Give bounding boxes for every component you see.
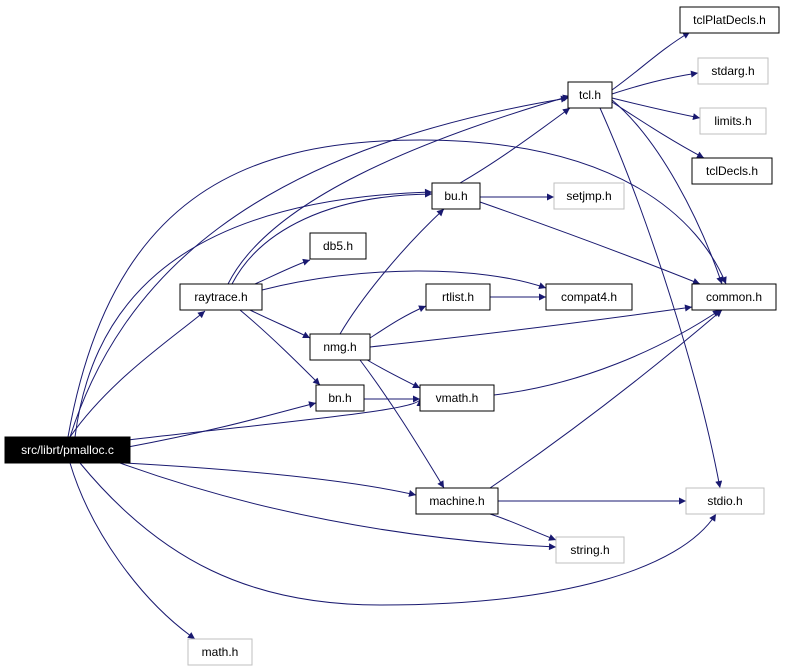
- edge-pmalloc-to-bn: [127, 401, 317, 448]
- node-box[interactable]: [555, 536, 625, 564]
- node-label: db5.h: [323, 239, 353, 253]
- edge-pmalloc-to-machine: [124, 462, 417, 497]
- node-setjmp[interactable]: setjmp.h: [553, 182, 625, 210]
- edge-bu-to-common: [479, 201, 701, 285]
- edge-pmalloc-to-stdio: [79, 462, 717, 606]
- edge-tcl-to-stdio: [599, 107, 723, 489]
- node-label: limits.h: [714, 114, 751, 128]
- node-tclDecls[interactable]: tclDecls.h: [691, 157, 773, 185]
- node-label: rtlist.h: [442, 290, 474, 304]
- node-label: common.h: [706, 290, 762, 304]
- node-bn[interactable]: bn.h: [315, 384, 365, 412]
- nodes: src/librt/pmalloc.c tclPlatDecls.h stdarg.…: [4, 6, 780, 666]
- edge-tcl-to-tclDecls: [611, 101, 705, 159]
- node-tclPlatDecls[interactable]: tclPlatDecls.h: [679, 6, 780, 34]
- node-label: math.h: [202, 645, 239, 659]
- edge-nmg-to-rtlist: [369, 305, 427, 339]
- edge-pmalloc-to-common: [67, 139, 727, 438]
- edge-tcl-to-tclPlatDecls: [611, 31, 691, 91]
- edge-tcl-to-stdarg: [611, 70, 699, 95]
- node-label: compat4.h: [561, 290, 617, 304]
- edge-pmalloc-to-math: [69, 462, 196, 640]
- edges: [67, 31, 727, 640]
- node-compat4[interactable]: compat4.h: [545, 283, 633, 311]
- node-box[interactable]: [567, 81, 613, 109]
- edge-tcl-to-limits: [611, 97, 701, 121]
- node-box[interactable]: [415, 487, 499, 515]
- node-common[interactable]: common.h: [691, 283, 777, 311]
- node-rtlist[interactable]: rtlist.h: [425, 283, 491, 311]
- node-box[interactable]: [679, 6, 780, 34]
- node-box[interactable]: [179, 283, 263, 311]
- node-label: vmath.h: [436, 391, 479, 405]
- node-box[interactable]: [431, 182, 481, 210]
- node-box[interactable]: [309, 232, 367, 260]
- node-box[interactable]: [699, 107, 767, 135]
- edge-nmg-to-bu: [339, 208, 445, 335]
- edge-bu-to-tcl: [459, 107, 571, 184]
- edge-raytrace-to-bn: [239, 309, 321, 386]
- edge-vmath-to-common: [493, 309, 721, 396]
- edge-pmalloc-to-string: [119, 462, 557, 551]
- node-label: stdarg.h: [711, 64, 754, 78]
- node-stdio[interactable]: stdio.h: [685, 487, 765, 515]
- edge-nmg-to-machine: [359, 359, 445, 489]
- node-box[interactable]: [187, 638, 253, 666]
- edge-machine-to-common: [489, 309, 723, 489]
- node-label: src/librt/pmalloc.c: [21, 443, 114, 457]
- node-box[interactable]: [553, 182, 625, 210]
- edge-tcl-to-common: [611, 99, 724, 285]
- node-box[interactable]: [685, 487, 765, 515]
- node-label: string.h: [570, 543, 609, 557]
- edge-machine-to-string: [489, 513, 557, 541]
- node-label: tclDecls.h: [706, 164, 758, 178]
- node-db5[interactable]: db5.h: [309, 232, 367, 260]
- edge-raytrace-to-db5: [254, 258, 311, 285]
- node-label: bn.h: [328, 391, 351, 405]
- node-string[interactable]: string.h: [555, 536, 625, 564]
- edge-nmg-to-vmath: [363, 357, 421, 389]
- edge-nmg-to-common: [369, 304, 693, 348]
- node-box[interactable]: [4, 436, 131, 464]
- edge-raytrace-to-bu: [231, 190, 433, 285]
- node-label: nmg.h: [323, 340, 356, 354]
- node-box[interactable]: [691, 283, 777, 311]
- node-label: tclPlatDecls.h: [693, 13, 766, 27]
- node-machine[interactable]: machine.h: [415, 487, 499, 515]
- node-nmg[interactable]: nmg.h: [309, 333, 371, 361]
- node-bu[interactable]: bu.h: [431, 182, 481, 210]
- node-label: setjmp.h: [566, 189, 611, 203]
- node-stdarg[interactable]: stdarg.h: [697, 57, 769, 85]
- node-box[interactable]: [697, 57, 769, 85]
- node-tcl[interactable]: tcl.h: [567, 81, 613, 109]
- node-raytrace[interactable]: raytrace.h: [179, 283, 263, 311]
- node-label: raytrace.h: [194, 290, 247, 304]
- edge-pmalloc-to-bu: [74, 188, 433, 438]
- edge-raytrace-to-tcl: [227, 94, 571, 285]
- node-box[interactable]: [315, 384, 365, 412]
- edge-raytrace-to-nmg: [249, 309, 311, 339]
- node-box[interactable]: [425, 283, 491, 311]
- edge-pmalloc-to-raytrace: [69, 310, 206, 438]
- node-vmath[interactable]: vmath.h: [419, 384, 495, 412]
- node-pmalloc[interactable]: src/librt/pmalloc.c: [4, 436, 131, 464]
- node-box[interactable]: [309, 333, 371, 361]
- node-math[interactable]: math.h: [187, 638, 253, 666]
- edge-pmalloc-to-tcl: [69, 95, 569, 438]
- node-box[interactable]: [419, 384, 495, 412]
- node-label: tcl.h: [579, 88, 601, 102]
- node-box[interactable]: [691, 157, 773, 185]
- node-label: bu.h: [444, 189, 467, 203]
- node-label: stdio.h: [707, 494, 742, 508]
- edge-raytrace-to-compat4: [261, 270, 547, 291]
- node-box[interactable]: [545, 283, 633, 311]
- node-label: machine.h: [429, 494, 484, 508]
- edge-pmalloc-to-vmath: [127, 398, 424, 441]
- node-limits[interactable]: limits.h: [699, 107, 767, 135]
